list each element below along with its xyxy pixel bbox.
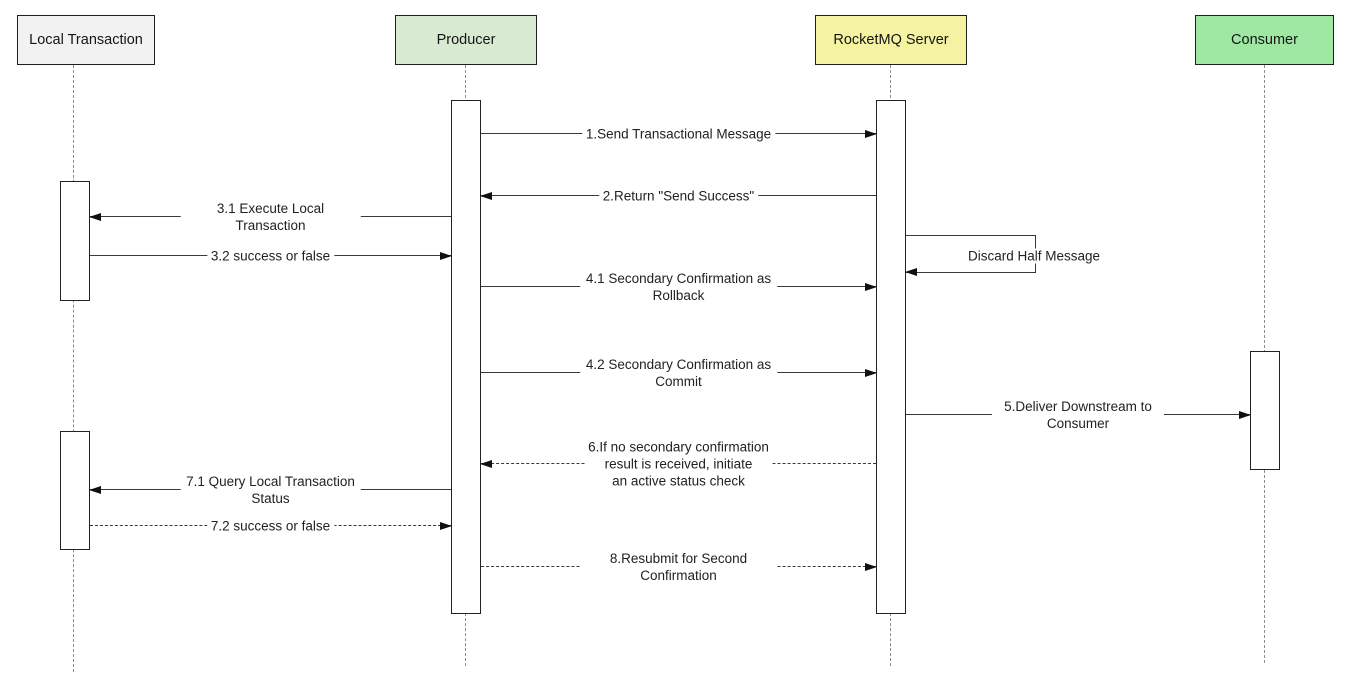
message-label: 1.Send Transactional Message [581, 125, 776, 143]
activation-consumer [1250, 351, 1280, 470]
arrowhead-right-icon [865, 368, 877, 377]
message-label: 2.Return "Send Success" [598, 187, 759, 205]
actor-producer: Producer [395, 15, 537, 65]
actor-label: Local Transaction [29, 32, 143, 48]
self-message-line-top [906, 235, 1036, 236]
actor-label: RocketMQ Server [833, 32, 949, 48]
arrowhead-right-icon [865, 129, 877, 138]
message-label: 4.1 Secondary Confirmation as Rollback [579, 270, 778, 304]
actor-rocketmq-server: RocketMQ Server [815, 15, 967, 65]
arrowhead-right-icon [865, 562, 877, 571]
actor-consumer: Consumer [1195, 15, 1334, 65]
lifeline-local-transaction [73, 65, 74, 672]
arrowhead-left-icon [905, 267, 917, 276]
arrowhead-left-icon [480, 459, 492, 468]
arrowhead-right-icon [1239, 410, 1251, 419]
arrowhead-right-icon [440, 251, 452, 260]
message-label: 6.If no secondary confirmation result is… [584, 438, 773, 490]
message-label: 7.1 Query Local Transaction Status [180, 473, 361, 507]
arrowhead-left-icon [480, 191, 492, 200]
actor-label: Consumer [1231, 32, 1298, 48]
message-label: 3.1 Execute Local Transaction [180, 200, 361, 234]
actor-local-transaction: Local Transaction [17, 15, 155, 65]
arrowhead-left-icon [89, 212, 101, 221]
message-label: 4.2 Secondary Confirmation as Commit [579, 356, 778, 390]
message-label: Discard Half Message [963, 248, 1105, 264]
activation-local-transaction-1 [60, 181, 90, 301]
message-label: 8.Resubmit for Second Confirmation [579, 550, 778, 584]
message-label: 7.2 success or false [206, 517, 335, 535]
activation-local-transaction-2 [60, 431, 90, 550]
activation-rocketmq-server [876, 100, 906, 614]
activation-producer [451, 100, 481, 614]
self-message-line-bottom [906, 272, 1036, 273]
message-label: 3.2 success or false [206, 247, 335, 265]
arrowhead-right-icon [865, 282, 877, 291]
message-label: 5.Deliver Downstream to Consumer [992, 398, 1164, 432]
arrowhead-right-icon [440, 521, 452, 530]
actor-label: Producer [436, 32, 496, 48]
arrowhead-left-icon [89, 485, 101, 494]
